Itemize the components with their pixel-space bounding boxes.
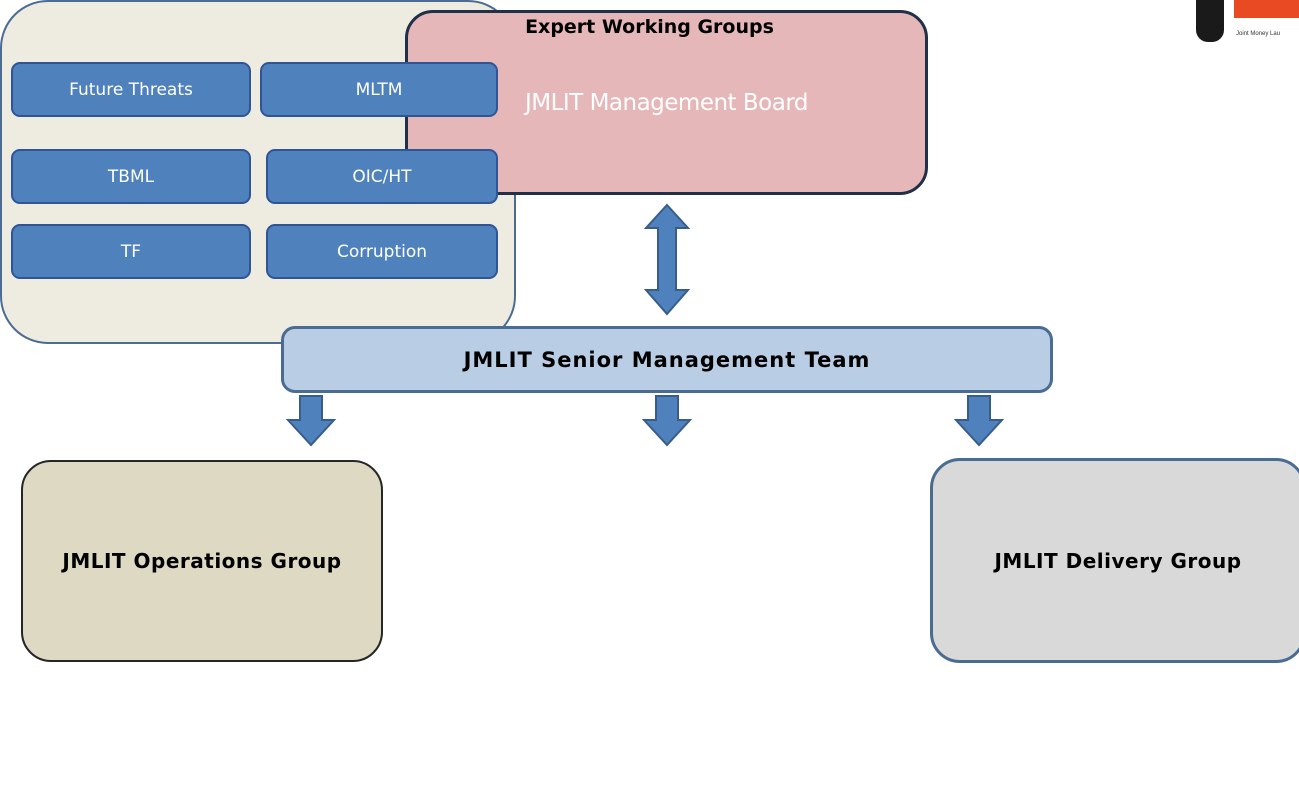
working-group-label: Future Threats <box>69 79 193 100</box>
delivery-group-box: JMLIT Delivery Group <box>930 458 1299 663</box>
senior-management-team-label: JMLIT Senior Management Team <box>463 347 871 372</box>
logo-accent-mark <box>1234 0 1299 18</box>
working-group-corruption: Corruption <box>266 224 498 279</box>
working-group-label: Corruption <box>336 241 428 262</box>
working-group-future-threats: Future Threats <box>11 62 251 117</box>
double-arrow <box>643 203 691 316</box>
working-group-label: OIC/HT <box>352 166 412 187</box>
arrow-to-working-groups <box>641 395 693 447</box>
delivery-group-label: JMLIT Delivery Group <box>994 548 1242 573</box>
working-group-label: MLTM <box>355 79 403 100</box>
working-group-label: TBML <box>107 166 155 187</box>
working-group-tf: TF <box>11 224 251 279</box>
arrow-to-delivery <box>953 395 1005 447</box>
arrow-to-operations <box>285 395 337 447</box>
jmlit-logo: Joint Money Lau <box>1190 0 1299 46</box>
logo-j-mark <box>1196 0 1224 42</box>
working-group-tbml: TBML <box>11 149 251 204</box>
logo-caption: Joint Money Lau <box>1236 31 1281 37</box>
operations-group-box: JMLIT Operations Group <box>21 460 383 662</box>
operations-group-label: JMLIT Operations Group <box>62 549 342 573</box>
working-group-oic-ht: OIC/HT <box>266 149 498 204</box>
senior-management-team-box: JMLIT Senior Management Team <box>281 326 1053 393</box>
management-board-label: JMLIT Management Board <box>524 89 809 116</box>
working-group-label: TF <box>120 241 142 262</box>
expert-working-groups-title: Expert Working Groups <box>525 16 774 38</box>
working-group-mltm: MLTM <box>260 62 498 117</box>
